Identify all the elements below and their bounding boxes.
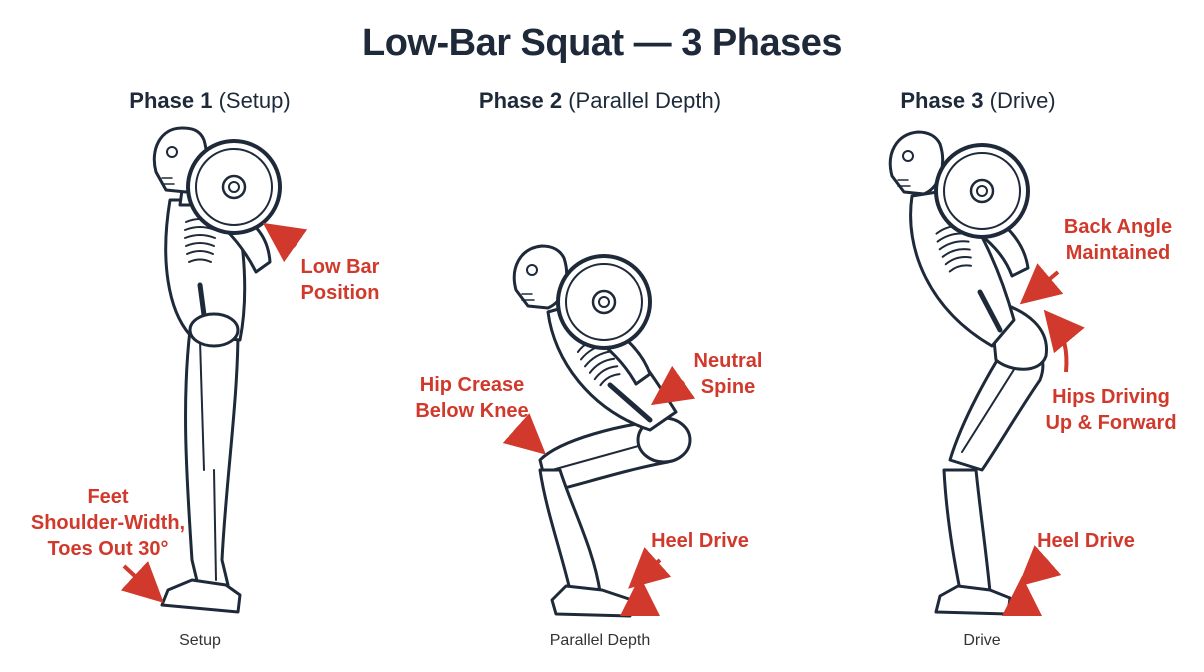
phase-2-subtitle: (Parallel Depth) (568, 88, 722, 113)
note-hips-line1: Hips Driving (1052, 386, 1170, 408)
note-low-bar-line1: Low Bar (300, 256, 380, 278)
phase-3-label: Phase 3 (900, 88, 984, 113)
note-back-angle: Back Angle Maintained (1052, 214, 1184, 266)
caption-parallel-depth: Parallel Depth (549, 632, 651, 649)
note-back-angle-line1: Back Angle (1063, 216, 1173, 238)
note-heel-drive-3-text: Heel Drive (1037, 530, 1135, 552)
note-feet-stance: Feet Shoulder-Width, Toes Out 30° (10, 484, 206, 562)
barbell-plate-2 (556, 254, 652, 350)
annotation-arrows (120, 222, 1085, 616)
phase-1-heading: Phase 1 (Setup) (80, 88, 340, 114)
note-hip-crease: Hip Crease Below Knee (404, 372, 540, 424)
arrow-heel-drive-2a (628, 547, 672, 589)
note-low-bar-line2: Position (300, 282, 380, 304)
arrow-heel-drive-3a (1018, 545, 1062, 587)
note-neutral-line1: Neutral (693, 350, 763, 372)
arrow-back-angle (1019, 263, 1064, 305)
arrow-feet (120, 561, 164, 603)
note-feet-line1: Feet (87, 486, 129, 508)
note-low-bar-position: Low Bar Position (284, 254, 396, 306)
arrow-neutral-spine (650, 365, 696, 406)
note-heel-drive-2-text: Heel Drive (651, 530, 749, 552)
note-hip-crease-line1: Hip Crease (419, 374, 525, 396)
phase-3-subtitle: (Drive) (989, 88, 1056, 113)
arrow-hips-driving (1043, 309, 1085, 373)
arrow-low-bar (262, 222, 308, 263)
note-hips-line2: Up & Forward (1045, 412, 1177, 434)
note-back-angle-line2: Maintained (1065, 242, 1171, 264)
note-heel-drive-phase2: Heel Drive (642, 528, 758, 554)
caption-drive: Drive (963, 632, 1001, 649)
note-neutral-spine: Neutral Spine (676, 348, 780, 400)
page-title: Low-Bar Squat — 3 Phases (361, 22, 843, 64)
phase-2-heading: Phase 2 (Parallel Depth) (430, 88, 770, 114)
arrow-hip-crease (502, 413, 546, 455)
barbell-plate-1 (186, 139, 282, 235)
figure-drive (888, 130, 1048, 616)
phase-1-label: Phase 1 (129, 88, 213, 113)
phase-1-subtitle: (Setup) (218, 88, 291, 113)
note-hip-crease-line2: Below Knee (415, 400, 529, 422)
note-hips-driving: Hips Driving Up & Forward (1036, 384, 1186, 436)
phase-2-label: Phase 2 (478, 88, 563, 113)
note-feet-line3: Toes Out 30° (47, 538, 169, 560)
note-heel-drive-phase3: Heel Drive (1028, 528, 1144, 554)
caption-setup: Setup (179, 632, 221, 649)
note-neutral-line2: Spine (700, 376, 756, 398)
barbell-plate-3 (934, 143, 1030, 239)
note-feet-line2: Shoulder-Width, (30, 512, 186, 534)
phase-3-heading: Phase 3 (Drive) (848, 88, 1108, 114)
